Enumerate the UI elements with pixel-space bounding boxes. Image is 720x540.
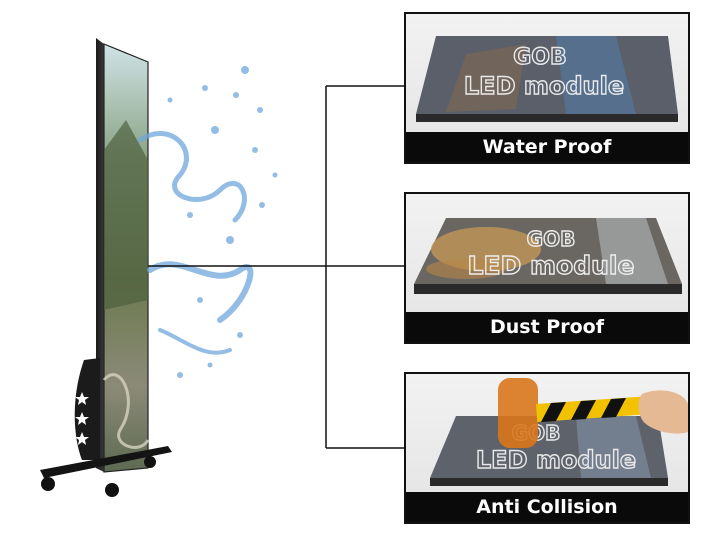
hand-icon: [638, 390, 688, 434]
feature-panel-dust-proof: GOB LED module Dust Proof: [404, 192, 690, 344]
caster-wheel: [41, 477, 55, 491]
stand-star-icons: [75, 392, 89, 445]
caster-wheel: [144, 456, 156, 468]
feature-caption: Dust Proof: [406, 312, 688, 342]
connector-lines: [148, 85, 404, 449]
feature-panel-water-proof: GOB LED module Water Proof: [404, 12, 690, 164]
module-text-line2: LED module: [464, 72, 624, 100]
screen-mountain-shape: [104, 120, 148, 310]
gob-module-image: GOB LED module: [406, 194, 688, 314]
screen-road-shape: [102, 373, 150, 449]
module-text-line2: LED module: [476, 446, 636, 474]
feature-panel-anti-collision: GOB LED module Anti Collision: [404, 372, 690, 524]
poster-stand: [74, 358, 100, 460]
module-text-line1: GOB: [527, 227, 576, 251]
poster-base: [40, 446, 172, 478]
water-splash-icon: [137, 66, 278, 378]
gob-module-image: GOB LED module: [406, 14, 688, 134]
module-text-line2: LED module: [468, 251, 635, 280]
hammer-icon: [498, 378, 647, 448]
caster-wheel: [105, 483, 119, 497]
module-text-line1: GOB: [513, 45, 567, 70]
feature-caption: Water Proof: [406, 132, 688, 162]
gob-module-image: GOB LED module: [406, 374, 688, 494]
feature-caption: Anti Collision: [406, 492, 688, 522]
